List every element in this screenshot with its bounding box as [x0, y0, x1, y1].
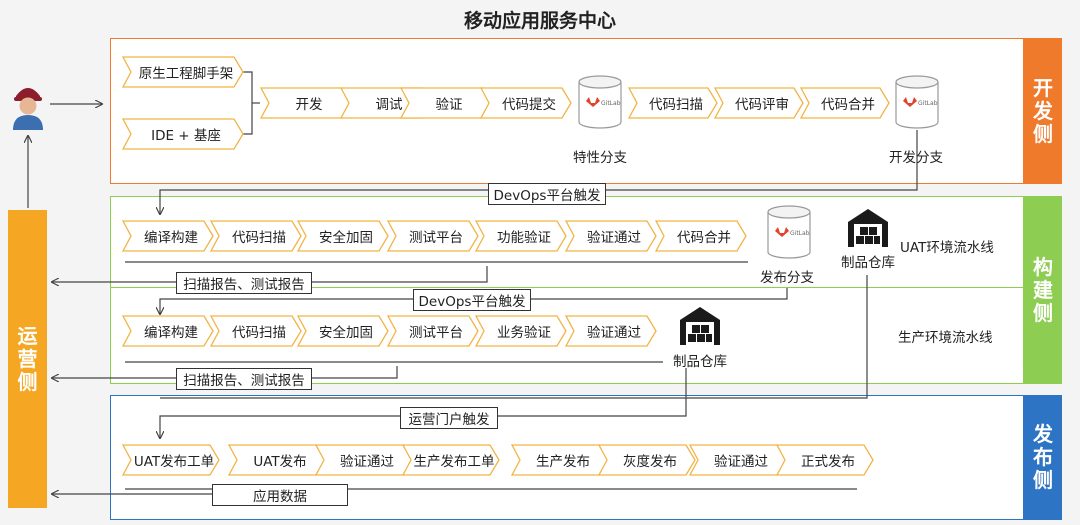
build-uat-steps-step-2-label: 安全加固 [319, 230, 373, 246]
build-uat-steps-step-6-label: 代码合并 [677, 230, 731, 246]
dev-steps-b-step-1-label: 代码评审 [735, 97, 789, 113]
build-prod-steps-step-0-label: 编译构建 [144, 325, 198, 341]
build-uat-steps-step-2: 安全加固 [297, 220, 389, 252]
build-uat-steps-step-6: 代码合并 [655, 220, 747, 252]
release-steps-step-4: 生产发布 [511, 444, 609, 476]
release-steps-step-1: UAT发布 [228, 444, 326, 476]
release-steps-step-7: 正式发布 [776, 444, 874, 476]
build-prod-steps-step-1: 代码扫描 [210, 315, 302, 347]
release-steps-step-1-label: UAT发布 [253, 454, 307, 470]
release-steps-step-6-label: 验证通过 [714, 454, 768, 470]
dev-steps-a-step-1-label: 调试 [375, 97, 403, 113]
release-steps-step-2: 验证通过 [315, 444, 413, 476]
release-steps-step-7-label: 正式发布 [801, 454, 855, 470]
dev-steps-a-step-0-label: 开发 [295, 97, 323, 113]
release-steps-step-0-label: UAT发布工单 [133, 454, 215, 470]
uat-report-box: 扫描报告、测试报告 [176, 272, 312, 294]
build-prod-steps-step-2-label: 安全加固 [319, 325, 373, 341]
dev-input-scaffold: 原生工程脚手架 [122, 56, 244, 88]
release-steps-step-6: 验证通过 [689, 444, 787, 476]
release-side-label: 发布侧 [1024, 395, 1062, 520]
page-title: 移动应用服务中心 [463, 10, 616, 32]
release-steps-step-0: UAT发布工单 [122, 444, 220, 476]
ops-portal-trigger: 运营门户触发 [400, 407, 498, 429]
svg-text:GitLab: GitLab [601, 100, 621, 107]
build-prod-steps-step-3: 测试平台 [387, 315, 479, 347]
app-data-box: 应用数据 [212, 484, 348, 506]
devops-trigger-uat: DevOps平台触发 [488, 183, 606, 205]
release-steps-step-3-label: 生产发布工单 [413, 454, 495, 470]
ops-side-label: 运营侧 [8, 210, 47, 508]
build-uat-steps-step-1: 代码扫描 [210, 220, 302, 252]
gitlab-repo-feature-icon: GitLab [578, 75, 622, 129]
uat-pipeline-label: UAT环境流水线 [900, 240, 994, 256]
dev-input-ide: IDE + 基座 [122, 118, 244, 150]
dev-steps-b-step-1: 代码评审 [714, 87, 804, 119]
dev-branch-label: 开发分支 [889, 150, 943, 166]
build-prod-steps-step-5: 验证通过 [565, 315, 657, 347]
build-prod-steps-step-4: 业务验证 [475, 315, 567, 347]
user-avatar-icon [13, 88, 43, 130]
build-side-label: 构建侧 [1024, 196, 1062, 384]
release-steps-step-3: 生产发布工单 [402, 444, 500, 476]
build-uat-steps-step-5-label: 验证通过 [587, 230, 641, 246]
dev-input-ide-label: IDE + 基座 [151, 128, 221, 144]
dev-steps-a-step-2-label: 验证 [435, 97, 463, 113]
dev-steps-b-step-0: 代码扫描 [628, 87, 718, 119]
dev-input-scaffold-label: 原生工程脚手架 [138, 66, 234, 82]
build-divider [110, 287, 1024, 288]
uat-warehouse-label: 制品仓库 [841, 255, 895, 271]
release-steps-step-4-label: 生产发布 [536, 454, 590, 470]
build-uat-steps-step-0-label: 编译构建 [144, 230, 198, 246]
dev-steps-a-step-3: 代码提交 [480, 87, 572, 119]
build-prod-steps-step-5-label: 验证通过 [587, 325, 641, 341]
svg-text:GitLab: GitLab [918, 100, 938, 107]
build-uat-steps-step-4: 功能验证 [475, 220, 567, 252]
prod-warehouse-icon [680, 307, 720, 345]
dev-steps-b-step-0-label: 代码扫描 [649, 97, 703, 113]
gitlab-repo-dev-icon: GitLab [895, 75, 939, 129]
build-prod-steps-step-4-label: 业务验证 [497, 325, 551, 341]
build-uat-steps-step-5: 验证通过 [565, 220, 657, 252]
devops-trigger-prod: DevOps平台触发 [413, 289, 531, 311]
gitlab-repo-release-icon: GitLab [767, 205, 811, 259]
build-uat-steps-step-3-label: 测试平台 [409, 230, 463, 246]
dev-steps-a-step-3-label: 代码提交 [502, 97, 556, 113]
build-prod-steps-step-3-label: 测试平台 [409, 325, 463, 341]
dev-side-label: 开发侧 [1024, 38, 1062, 184]
prod-pipeline-label: 生产环境流水线 [898, 330, 993, 346]
build-uat-steps-step-4-label: 功能验证 [497, 230, 551, 246]
prod-report-box: 扫描报告、测试报告 [176, 368, 312, 390]
prod-warehouse-label: 制品仓库 [673, 354, 727, 370]
uat-warehouse-icon [848, 209, 888, 247]
build-prod-steps-step-1-label: 代码扫描 [232, 325, 286, 341]
dev-steps-b-step-2-label: 代码合并 [821, 97, 875, 113]
svg-text:GitLab: GitLab [790, 230, 810, 237]
build-uat-steps-step-0: 编译构建 [122, 220, 214, 252]
release-steps-step-5: 灰度发布 [598, 444, 696, 476]
build-prod-steps-step-2: 安全加固 [297, 315, 389, 347]
release-branch-label: 发布分支 [760, 270, 814, 286]
release-steps-step-2-label: 验证通过 [340, 454, 394, 470]
dev-steps-b-step-2: 代码合并 [800, 87, 890, 119]
dev-steps-a-step-0: 开发 [260, 87, 352, 119]
feature-branch-label: 特性分支 [573, 150, 627, 166]
build-prod-steps-step-0: 编译构建 [122, 315, 214, 347]
release-steps-step-5-label: 灰度发布 [623, 454, 677, 470]
dev-steps-a-step-2: 验证 [400, 87, 492, 119]
build-uat-steps-step-1-label: 代码扫描 [232, 230, 286, 246]
build-uat-steps-step-3: 测试平台 [387, 220, 479, 252]
